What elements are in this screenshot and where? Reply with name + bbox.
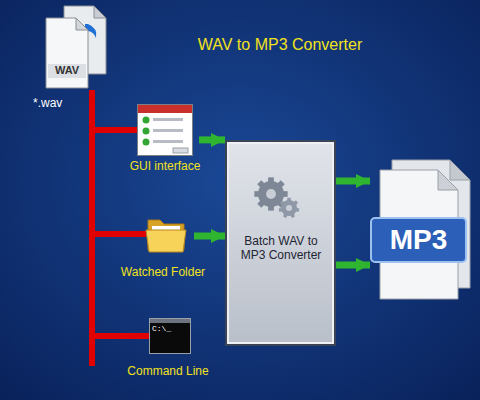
gui-icon: GUI interface	[137, 104, 193, 156]
folder-icon: Watched Folder	[146, 214, 188, 254]
file-type-label: MP3	[371, 223, 466, 257]
flow-arrow	[199, 136, 225, 143]
file-page-front	[46, 18, 88, 88]
option-dot	[143, 128, 150, 135]
file-fold	[94, 6, 106, 18]
gear-hole	[266, 189, 276, 199]
option-dot	[143, 139, 150, 146]
file-pattern-label: *.wav	[33, 96, 77, 110]
mp3-file-icon: MP3	[370, 160, 472, 300]
flow-arrow	[194, 233, 225, 240]
window-button	[173, 148, 188, 153]
icon-graphic	[137, 104, 193, 156]
option-line	[153, 140, 183, 143]
console-title-bar	[150, 319, 190, 323]
file-fold	[450, 160, 470, 180]
gear-body	[281, 200, 297, 216]
diagram-title: WAV to MP3 Converter	[170, 36, 390, 54]
file-fold	[438, 170, 458, 190]
bus-stub	[89, 335, 95, 366]
console-icon: C:\_Command Line	[149, 318, 191, 354]
window-frame	[138, 105, 193, 156]
file-type-label: WAV	[48, 64, 86, 77]
icon-graphic	[146, 214, 188, 254]
console-prompt: C:\_	[152, 324, 188, 334]
console-window	[150, 319, 191, 354]
gear	[279, 198, 300, 218]
file-type-band	[48, 64, 86, 78]
converter-label: Batch WAV to MP3 Converter	[239, 234, 323, 263]
input-label: GUI interface	[120, 159, 210, 173]
folder-front	[146, 230, 186, 252]
icon-graphic	[149, 318, 191, 354]
music-note-flag	[88, 24, 96, 38]
input-label: Watched Folder	[117, 265, 209, 279]
wav-file-icon: WAV*.wav	[44, 4, 108, 90]
input-label: Command Line	[122, 364, 214, 378]
gear-hole	[286, 205, 292, 211]
bus-line	[92, 90, 137, 130]
flow-arrow	[336, 178, 370, 185]
gear-group	[254, 177, 299, 218]
flow-arrow	[336, 262, 370, 269]
file-fold	[76, 18, 88, 30]
window-title-bar	[138, 105, 192, 113]
option-line	[153, 118, 183, 121]
converter-box: Batch WAV to MP3 Converter	[225, 140, 336, 346]
option-dot	[143, 117, 150, 124]
icon-graphic	[44, 4, 108, 90]
format-band	[371, 218, 466, 262]
option-line	[153, 129, 183, 132]
